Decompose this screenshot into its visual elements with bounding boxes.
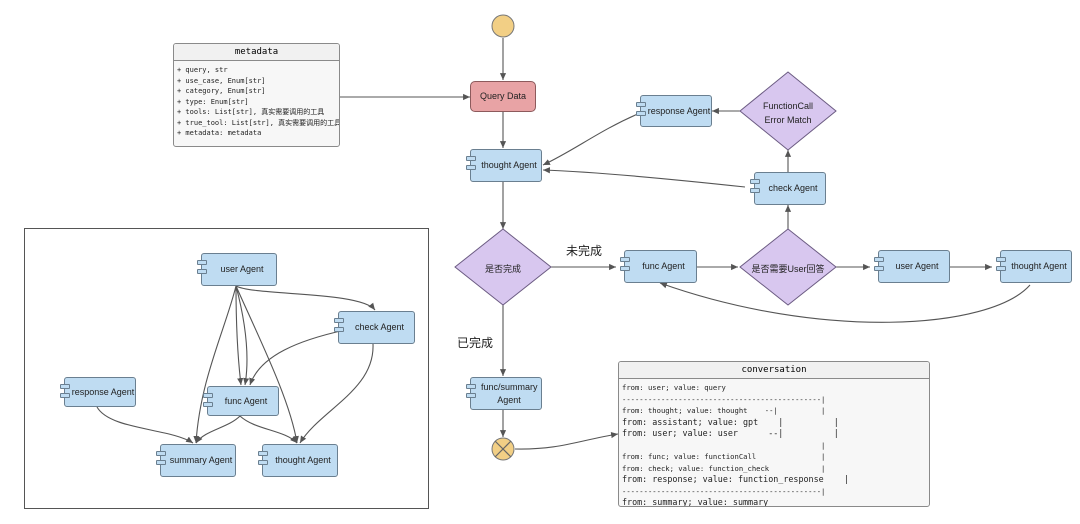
conversation-line: | [622, 440, 826, 450]
agent-graph-frame [24, 228, 429, 509]
graph-edge-check-func [249, 329, 346, 386]
graph-summary-agent-label: summary Agent [169, 455, 233, 465]
edge-label-not-done: 未完成 [566, 244, 603, 258]
graph-user-agent-label: user Agent [220, 264, 264, 274]
graph-func-agent-label: func Agent [224, 395, 268, 406]
conversation-title: conversation [619, 362, 929, 379]
metadata-line: + type: Enum[str] [177, 97, 249, 106]
conversation-line: ----------------------------------------… [622, 394, 826, 404]
graph-edge-user-thought [235, 285, 299, 444]
functioncall-error-match-label: FunctionCall Error Match [762, 101, 814, 125]
decision-is-done [454, 228, 552, 306]
user-agent-node: user Agent [874, 250, 950, 283]
graph-response-agent-label: response Agent [71, 386, 135, 397]
edge-check-to-thought [542, 167, 746, 188]
query-data-label: Query Data [479, 91, 527, 101]
graph-thought-agent-node: thought Agent [258, 444, 338, 477]
conversation-box: conversation from: user; value: query --… [618, 361, 930, 507]
response-agent-label: response Agent [647, 105, 711, 116]
conversation-line: from: user; value: query [622, 383, 726, 392]
graph-check-agent-label: check Agent [354, 322, 405, 332]
thought-agent-label: thought Agent [481, 160, 537, 170]
edge-label-done: 已完成 [457, 336, 494, 350]
graph-thought-agent-label: thought Agent [275, 455, 331, 465]
edge-end-to-conversation [514, 432, 619, 450]
start-node [491, 14, 515, 38]
is-done-label: 是否完成 [484, 264, 521, 274]
thought-agent-right-label: thought Agent [1011, 261, 1067, 271]
metadata-line: + query, str [177, 66, 228, 74]
graph-response-agent-node: response Agent [60, 377, 136, 407]
func-summary-agent-node: func/summary Agent [466, 377, 542, 410]
graph-edge-user-summary [193, 285, 237, 444]
conversation-line: from: thought; value: thought --| | [622, 406, 826, 415]
metadata-line: + tools: List[str], 真实需要调用的工具 [177, 108, 325, 116]
conversation-line: from: summary; value: summary [622, 497, 769, 507]
graph-edge-func-summary [195, 415, 241, 444]
conversation-line: from: func; value: functionCall | [622, 452, 826, 461]
metadata-line: + metadata: metadata [177, 129, 262, 137]
end-node [491, 437, 515, 461]
graph-check-agent-node: check Agent [334, 311, 415, 344]
decision-functioncall-error-match [739, 71, 837, 151]
conversation-line: from: assistant; value: gpt | | [622, 416, 839, 427]
check-agent-label: check Agent [768, 183, 818, 193]
func-agent-label: func Agent [642, 261, 685, 271]
graph-edge-func-thought [239, 415, 298, 444]
check-agent-node: check Agent [750, 172, 826, 205]
thought-agent-node: thought Agent [466, 149, 542, 182]
conversation-line: from: check; value: function_check | [622, 463, 826, 473]
graph-edge-check-thought [299, 343, 374, 444]
graph-user-agent-node: user Agent [197, 253, 277, 286]
graph-func-agent-node: func Agent [203, 386, 279, 416]
metadata-box: metadata + query, str + use_case, Enum[s… [173, 43, 340, 147]
func-summary-agent-label: func/summary Agent [481, 381, 538, 405]
edge-thought-back-to-func [659, 282, 1031, 323]
graph-edge-user-func-a [235, 285, 244, 386]
conversation-line: from: user; value: user --| | [622, 428, 839, 438]
query-data-node: Query Data [470, 81, 536, 112]
need-user-reply-label: 是否需要User回答 [751, 264, 825, 274]
metadata-line: + category, Enum[str] [177, 87, 266, 95]
user-agent-label: user Agent [895, 261, 939, 271]
graph-edge-response-summary [96, 406, 194, 444]
func-agent-node: func Agent [620, 250, 697, 283]
decision-need-user-reply [739, 228, 837, 306]
conversation-line: ----------------------------------------… [622, 486, 826, 496]
response-agent-node: response Agent [636, 95, 712, 127]
conversation-line: from: response; value: function_response… [622, 474, 849, 484]
thought-agent-right-node: thought Agent [996, 250, 1072, 283]
metadata-line: + true_tool: List[str], 真实需要调用的工具 [177, 118, 340, 127]
metadata-line: + use_case, Enum[str] [177, 76, 266, 85]
graph-edge-user-check [235, 285, 376, 311]
graph-edge-user-func-b [235, 285, 250, 386]
graph-summary-agent-node: summary Agent [156, 444, 236, 477]
edge-response-to-thought [542, 112, 641, 166]
metadata-title: metadata [174, 44, 339, 61]
